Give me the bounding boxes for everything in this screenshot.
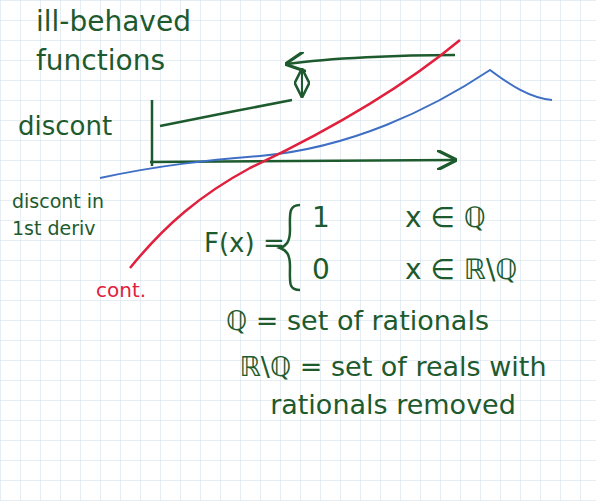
heading-note: ill-behaved functions bbox=[36, 2, 236, 80]
kinked-curve bbox=[100, 70, 552, 178]
definition-text: ℝ\ℚ = set of reals with rationals remove… bbox=[228, 348, 558, 424]
curve-note: discont in 1st deriv bbox=[12, 188, 137, 241]
formula-text: 1 bbox=[312, 198, 352, 237]
formula-text: F(x) = bbox=[204, 225, 294, 261]
lower-piece bbox=[160, 100, 292, 126]
jump-arrow bbox=[301, 70, 303, 96]
curve-note: discont bbox=[18, 108, 148, 144]
curve-note: cont. bbox=[96, 276, 176, 304]
formula-text: 0 bbox=[312, 250, 352, 289]
definition-text: ℚ = set of rationals bbox=[226, 302, 586, 340]
y-axis bbox=[151, 100, 154, 166]
formula-text: x ∈ ℝ\ℚ bbox=[405, 250, 575, 289]
formula-text: x ∈ ℚ bbox=[405, 198, 555, 237]
